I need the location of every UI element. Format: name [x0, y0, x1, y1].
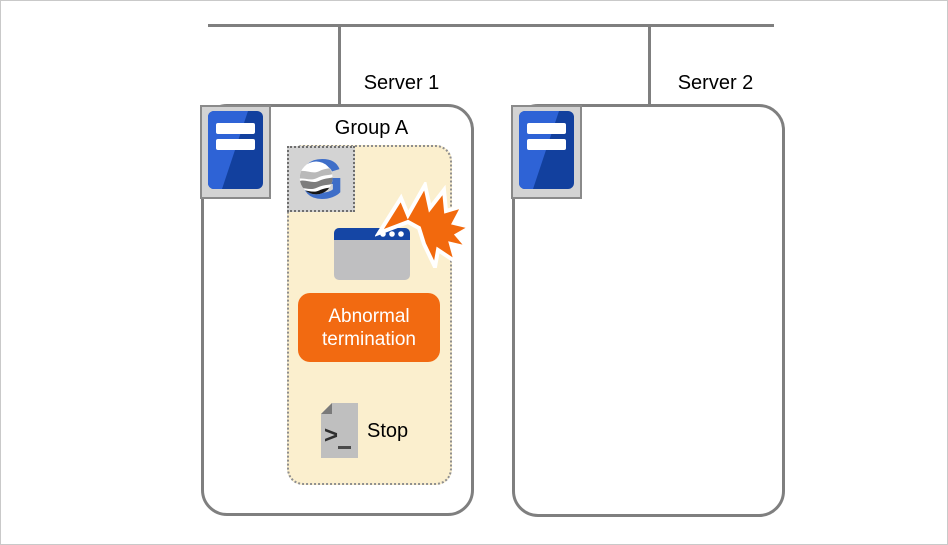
server1-connector-line: [338, 25, 341, 106]
cluster-logo-plate: G: [287, 146, 355, 212]
server1-label: Server 1: [363, 72, 440, 94]
server-tower-icon: [515, 107, 578, 198]
cluster-logo-icon: G: [290, 147, 352, 212]
server2-label: Server 2: [677, 72, 754, 94]
group-label: Group A: [334, 117, 409, 139]
crash-burst-icon: [374, 179, 477, 274]
script-file-icon: >: [321, 403, 358, 458]
server2-icon-plate: [511, 105, 582, 199]
svg-text:>: >: [324, 422, 338, 449]
server-tower-icon: [204, 107, 267, 198]
stop-label: Stop: [367, 420, 409, 442]
server2-connector-line: [648, 25, 651, 106]
status-badge: Abnormal termination: [298, 293, 440, 362]
app-window-icon: [334, 228, 410, 280]
network-bus-line: [208, 24, 774, 27]
server1-icon-plate: [200, 105, 271, 199]
